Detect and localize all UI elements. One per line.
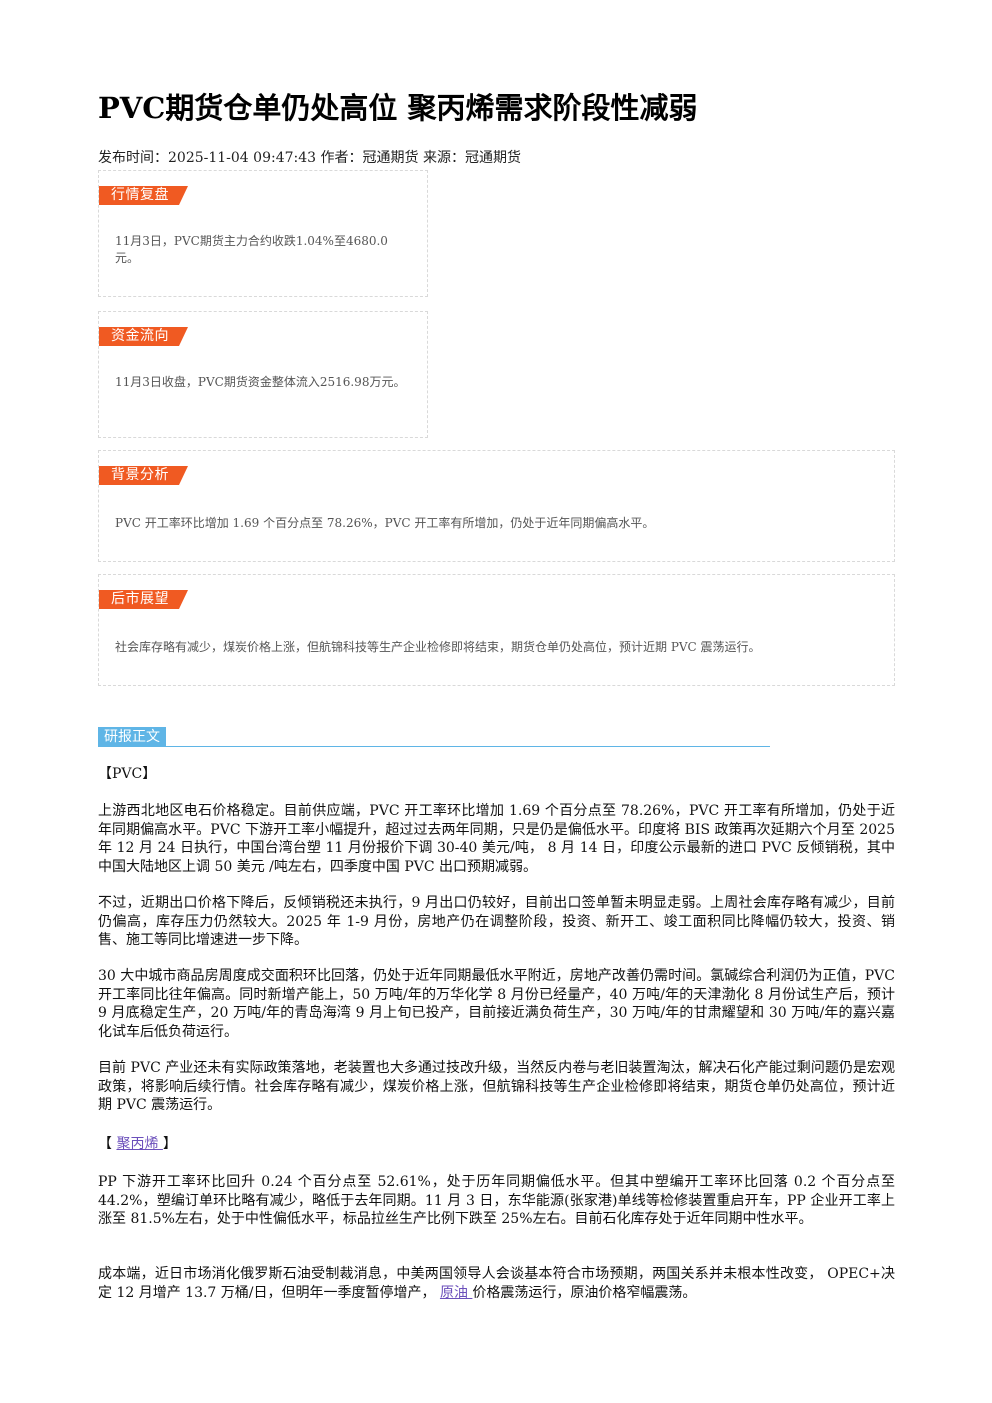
market-review-label: 行情复盘 bbox=[111, 187, 169, 203]
fund-flow-label: 资金流向 bbox=[111, 328, 169, 344]
report-paragraph-1: 上游西北地区电石价格稳定。目前供应端，PVC 开工率环比增加 1.69 个百分点… bbox=[98, 803, 895, 875]
market-review-text: 11月3日，PVC期货主力合约收跌1.04%至4680.0元。 bbox=[115, 234, 388, 265]
outlook-tag: 后市展望 bbox=[99, 590, 188, 609]
pp-header-close: 】 bbox=[162, 1136, 177, 1152]
crude-oil-link[interactable]: 原油 bbox=[439, 1284, 473, 1301]
fund-flow-tag: 资金流向 bbox=[99, 327, 188, 346]
report-paragraph-6-pre: 成本端，近日市场消化俄罗斯石油受制裁消息，中美两国领导人会谈基本符合市场预期，两… bbox=[98, 1266, 895, 1301]
report-paragraph-5: PP 下游开工率环比回升 0.24 个百分点至 52.61%，处于历年同期偏低水… bbox=[98, 1174, 895, 1227]
market-review-tag: 行情复盘 bbox=[99, 186, 188, 205]
pp-header: 【 聚丙烯 】 bbox=[98, 1135, 895, 1153]
report-paragraph-2: 不过，近期出口价格下降后，反倾销税还未执行，9 月出口仍较好，目前出口签单暂未明… bbox=[98, 895, 895, 948]
report-paragraph-6-post: 价格震荡运行，原油价格窄幅震荡。 bbox=[472, 1284, 697, 1301]
report-section-label: 研报正文 bbox=[98, 727, 166, 747]
article-meta: 发布时间：2025-11-04 09:47:43 作者：冠通期货 来源：冠通期货 bbox=[98, 150, 521, 166]
report-paragraph-4: 目前 PVC 产业还未有实际政策落地，老装置也大多通过技改升级，当然反内卷与老旧… bbox=[98, 1060, 895, 1113]
fund-flow-box: 资金流向 11月3日收盘，PVC期货资金整体流入2516.98万元。 bbox=[98, 311, 428, 438]
outlook-text: 社会库存略有减少，煤炭价格上涨，但航锦科技等生产企业检修即将结束，期货仓单仍处高… bbox=[115, 640, 761, 654]
market-review-box: 行情复盘 11月3日，PVC期货主力合约收跌1.04%至4680.0元。 bbox=[98, 170, 428, 297]
background-analysis-tag: 背景分析 bbox=[99, 466, 188, 485]
background-analysis-text: PVC 开工率环比增加 1.69 个百分点至 78.26%，PVC 开工率有所增… bbox=[115, 516, 655, 530]
pvc-header: 【PVC】 bbox=[98, 766, 157, 782]
report-section-header: 研报正文 bbox=[98, 727, 770, 749]
fund-flow-text: 11月3日收盘，PVC期货资金整体流入2516.98万元。 bbox=[115, 375, 406, 389]
report-paragraph-6: 成本端，近日市场消化俄罗斯石油受制裁消息，中美两国领导人会谈基本符合市场预期，两… bbox=[98, 1265, 895, 1302]
background-analysis-label: 背景分析 bbox=[111, 467, 169, 483]
report-section-divider bbox=[98, 746, 770, 747]
outlook-box: 后市展望 社会库存略有减少，煤炭价格上涨，但航锦科技等生产企业检修即将结束，期货… bbox=[98, 574, 895, 686]
background-analysis-box: 背景分析 PVC 开工率环比增加 1.69 个百分点至 78.26%，PVC 开… bbox=[98, 450, 895, 562]
outlook-label: 后市展望 bbox=[111, 591, 169, 607]
report-paragraph-3: 30 大中城市商品房周度成交面积环比回落，仍处于近年同期最低水平附近，房地产改善… bbox=[98, 968, 895, 1040]
polypropylene-link[interactable]: 聚丙烯 bbox=[116, 1136, 163, 1152]
article-title: PVC期货仓单仍处高位 聚丙烯需求阶段性减弱 bbox=[98, 91, 698, 125]
pp-header-open: 【 bbox=[98, 1136, 117, 1152]
